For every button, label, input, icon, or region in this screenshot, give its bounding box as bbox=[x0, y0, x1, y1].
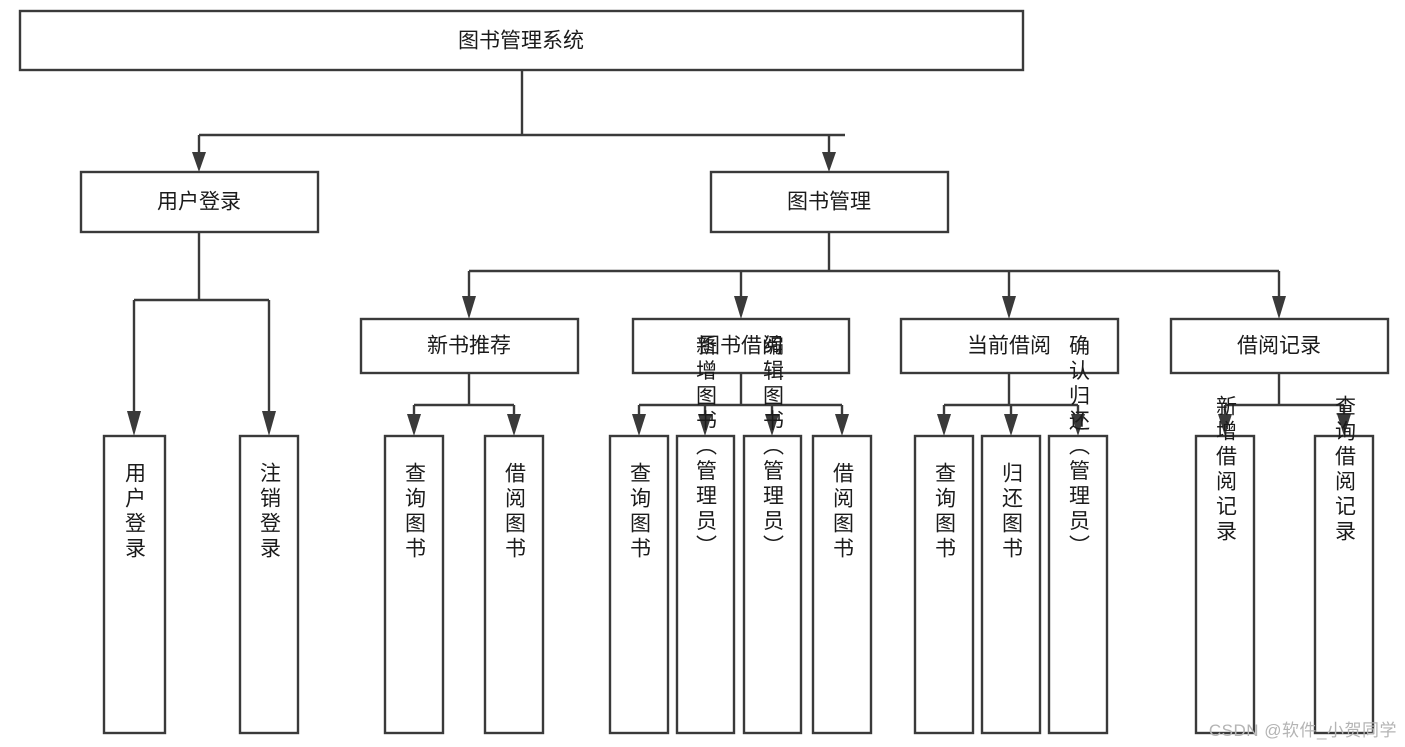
leaf-node-bb-edit-book[interactable]: 编辑图书（管理员） bbox=[742, 335, 803, 735]
node-book-borrow-label: 图书借阅 bbox=[699, 335, 783, 358]
leaf-node-logout[interactable]: 注销登录 bbox=[238, 434, 300, 735]
leaf-node-bb-borrow-book[interactable]: 借阅图书 bbox=[811, 434, 873, 735]
arrowhead-user-login bbox=[192, 152, 206, 172]
leaf-nb-query-book-label: 查询图书 bbox=[403, 462, 427, 562]
leaf-logout-label: 注销登录 bbox=[258, 462, 282, 562]
arrowhead-leaf-user-login bbox=[127, 411, 141, 436]
arrowhead-cb-leaf1 bbox=[937, 414, 951, 436]
node-borrow-record[interactable]: 借阅记录 bbox=[1169, 317, 1390, 375]
leaf-logout-box[interactable] bbox=[238, 434, 300, 735]
leaf-nb-query-book-box[interactable] bbox=[383, 434, 445, 735]
leaf-node-br-add-record[interactable]: 新增借阅记录 bbox=[1194, 395, 1256, 735]
leaf-node-cb-confirm-return[interactable]: 确认归还（管理员） bbox=[1047, 335, 1109, 735]
node-borrow-record-label: 借阅记录 bbox=[1237, 335, 1321, 358]
leaf-br-add-record-label: 新增借阅记录 bbox=[1214, 395, 1238, 545]
arrowhead-borrow-record bbox=[1272, 296, 1286, 319]
leaf-node-cb-return-book[interactable]: 归还图书 bbox=[980, 434, 1042, 735]
leaf-bb-add-book-box[interactable] bbox=[675, 434, 736, 735]
arrowhead-cb-leaf3 bbox=[1071, 414, 1085, 436]
arrowhead-book-mgmt bbox=[822, 152, 836, 172]
leaf-node-user-login[interactable]: 用户登录 bbox=[102, 434, 167, 735]
leaf-node-nb-borrow-book[interactable]: 借阅图书 bbox=[483, 434, 545, 735]
arrowhead-bb-leaf4 bbox=[835, 414, 849, 436]
arrowhead-br-leaf2 bbox=[1337, 414, 1351, 436]
leaf-cb-confirm-return-box[interactable] bbox=[1047, 434, 1109, 735]
leaf-cb-confirm-return-label: 确认归还（管理员） bbox=[1067, 335, 1091, 560]
arrowhead-nb-leaf1 bbox=[407, 414, 421, 436]
node-book-management-label: 图书管理 bbox=[787, 191, 871, 214]
arrowhead-book-borrow bbox=[734, 296, 748, 319]
arrowhead-leaf-logout bbox=[262, 411, 276, 436]
node-current-borrow-label: 当前借阅 bbox=[967, 335, 1051, 358]
arrowhead-bb-leaf1 bbox=[632, 414, 646, 436]
arrowhead-current-borrow bbox=[1002, 296, 1016, 319]
leaf-node-br-query-record[interactable]: 查询借阅记录 bbox=[1313, 395, 1375, 735]
leaf-bb-query-book-label: 查询图书 bbox=[628, 462, 652, 562]
leaf-br-add-record-box[interactable] bbox=[1194, 434, 1256, 735]
node-current-borrow[interactable]: 当前借阅 bbox=[899, 317, 1120, 375]
node-user-login[interactable]: 用户登录 bbox=[79, 170, 320, 234]
arrowhead-br-leaf1 bbox=[1218, 414, 1232, 436]
leaf-cb-query-book-box[interactable] bbox=[913, 434, 975, 735]
node-new-book-recommend[interactable]: 新书推荐 bbox=[359, 317, 580, 375]
leaf-nb-borrow-book-label: 借阅图书 bbox=[503, 462, 527, 562]
arrowhead-nb-leaf2 bbox=[507, 414, 521, 436]
node-new-book-recommend-box[interactable] bbox=[359, 317, 580, 375]
node-borrow-record-box[interactable] bbox=[1169, 317, 1390, 375]
node-user-login-label: 用户登录 bbox=[157, 191, 241, 214]
node-new-book-recommend-label: 新书推荐 bbox=[427, 335, 511, 358]
node-book-borrow[interactable]: 图书借阅 bbox=[631, 317, 851, 375]
node-root-box[interactable] bbox=[18, 9, 1025, 72]
node-book-borrow-box[interactable] bbox=[631, 317, 851, 375]
csdn-watermark: CSDN @软件_小贺同学 bbox=[1208, 721, 1397, 740]
node-book-management[interactable]: 图书管理 bbox=[709, 170, 950, 234]
node-user-login-box[interactable] bbox=[79, 170, 320, 234]
leaf-bb-edit-book-label: 编辑图书（管理员） bbox=[761, 335, 785, 560]
leaf-cb-query-book-label: 查询图书 bbox=[933, 462, 957, 562]
leaf-bb-borrow-book-box[interactable] bbox=[811, 434, 873, 735]
leaf-bb-query-book-box[interactable] bbox=[608, 434, 670, 735]
leaf-bb-add-book-label: 新增图书（管理员） bbox=[694, 335, 718, 560]
node-current-borrow-box[interactable] bbox=[899, 317, 1120, 375]
leaf-nb-borrow-book-box[interactable] bbox=[483, 434, 545, 735]
leaf-node-bb-add-book[interactable]: 新增图书（管理员） bbox=[675, 335, 736, 735]
node-root-label: 图书管理系统 bbox=[458, 30, 584, 53]
leaf-user-login-box[interactable] bbox=[102, 434, 167, 735]
leaf-bb-borrow-book-label: 借阅图书 bbox=[831, 462, 855, 562]
leaf-node-bb-query-book[interactable]: 查询图书 bbox=[608, 434, 670, 735]
node-book-management-box[interactable] bbox=[709, 170, 950, 234]
arrowhead-bb-leaf3 bbox=[765, 414, 779, 436]
leaf-br-query-record-box[interactable] bbox=[1313, 434, 1375, 735]
arrowhead-bb-leaf2 bbox=[698, 414, 712, 436]
leaf-cb-return-book-box[interactable] bbox=[980, 434, 1042, 735]
node-book-management-system[interactable]: 图书管理系统 bbox=[18, 9, 1025, 72]
leaf-user-login-label: 用户登录 bbox=[123, 462, 147, 562]
arrowhead-new-book bbox=[462, 296, 476, 319]
arrowhead-cb-leaf2 bbox=[1004, 414, 1018, 436]
leaf-br-query-record-label: 查询借阅记录 bbox=[1333, 395, 1357, 545]
leaf-node-nb-query-book[interactable]: 查询图书 bbox=[383, 434, 445, 735]
leaf-bb-edit-book-box[interactable] bbox=[742, 434, 803, 735]
leaf-cb-return-book-label: 归还图书 bbox=[1000, 462, 1024, 562]
leaf-node-cb-query-book[interactable]: 查询图书 bbox=[913, 434, 975, 735]
